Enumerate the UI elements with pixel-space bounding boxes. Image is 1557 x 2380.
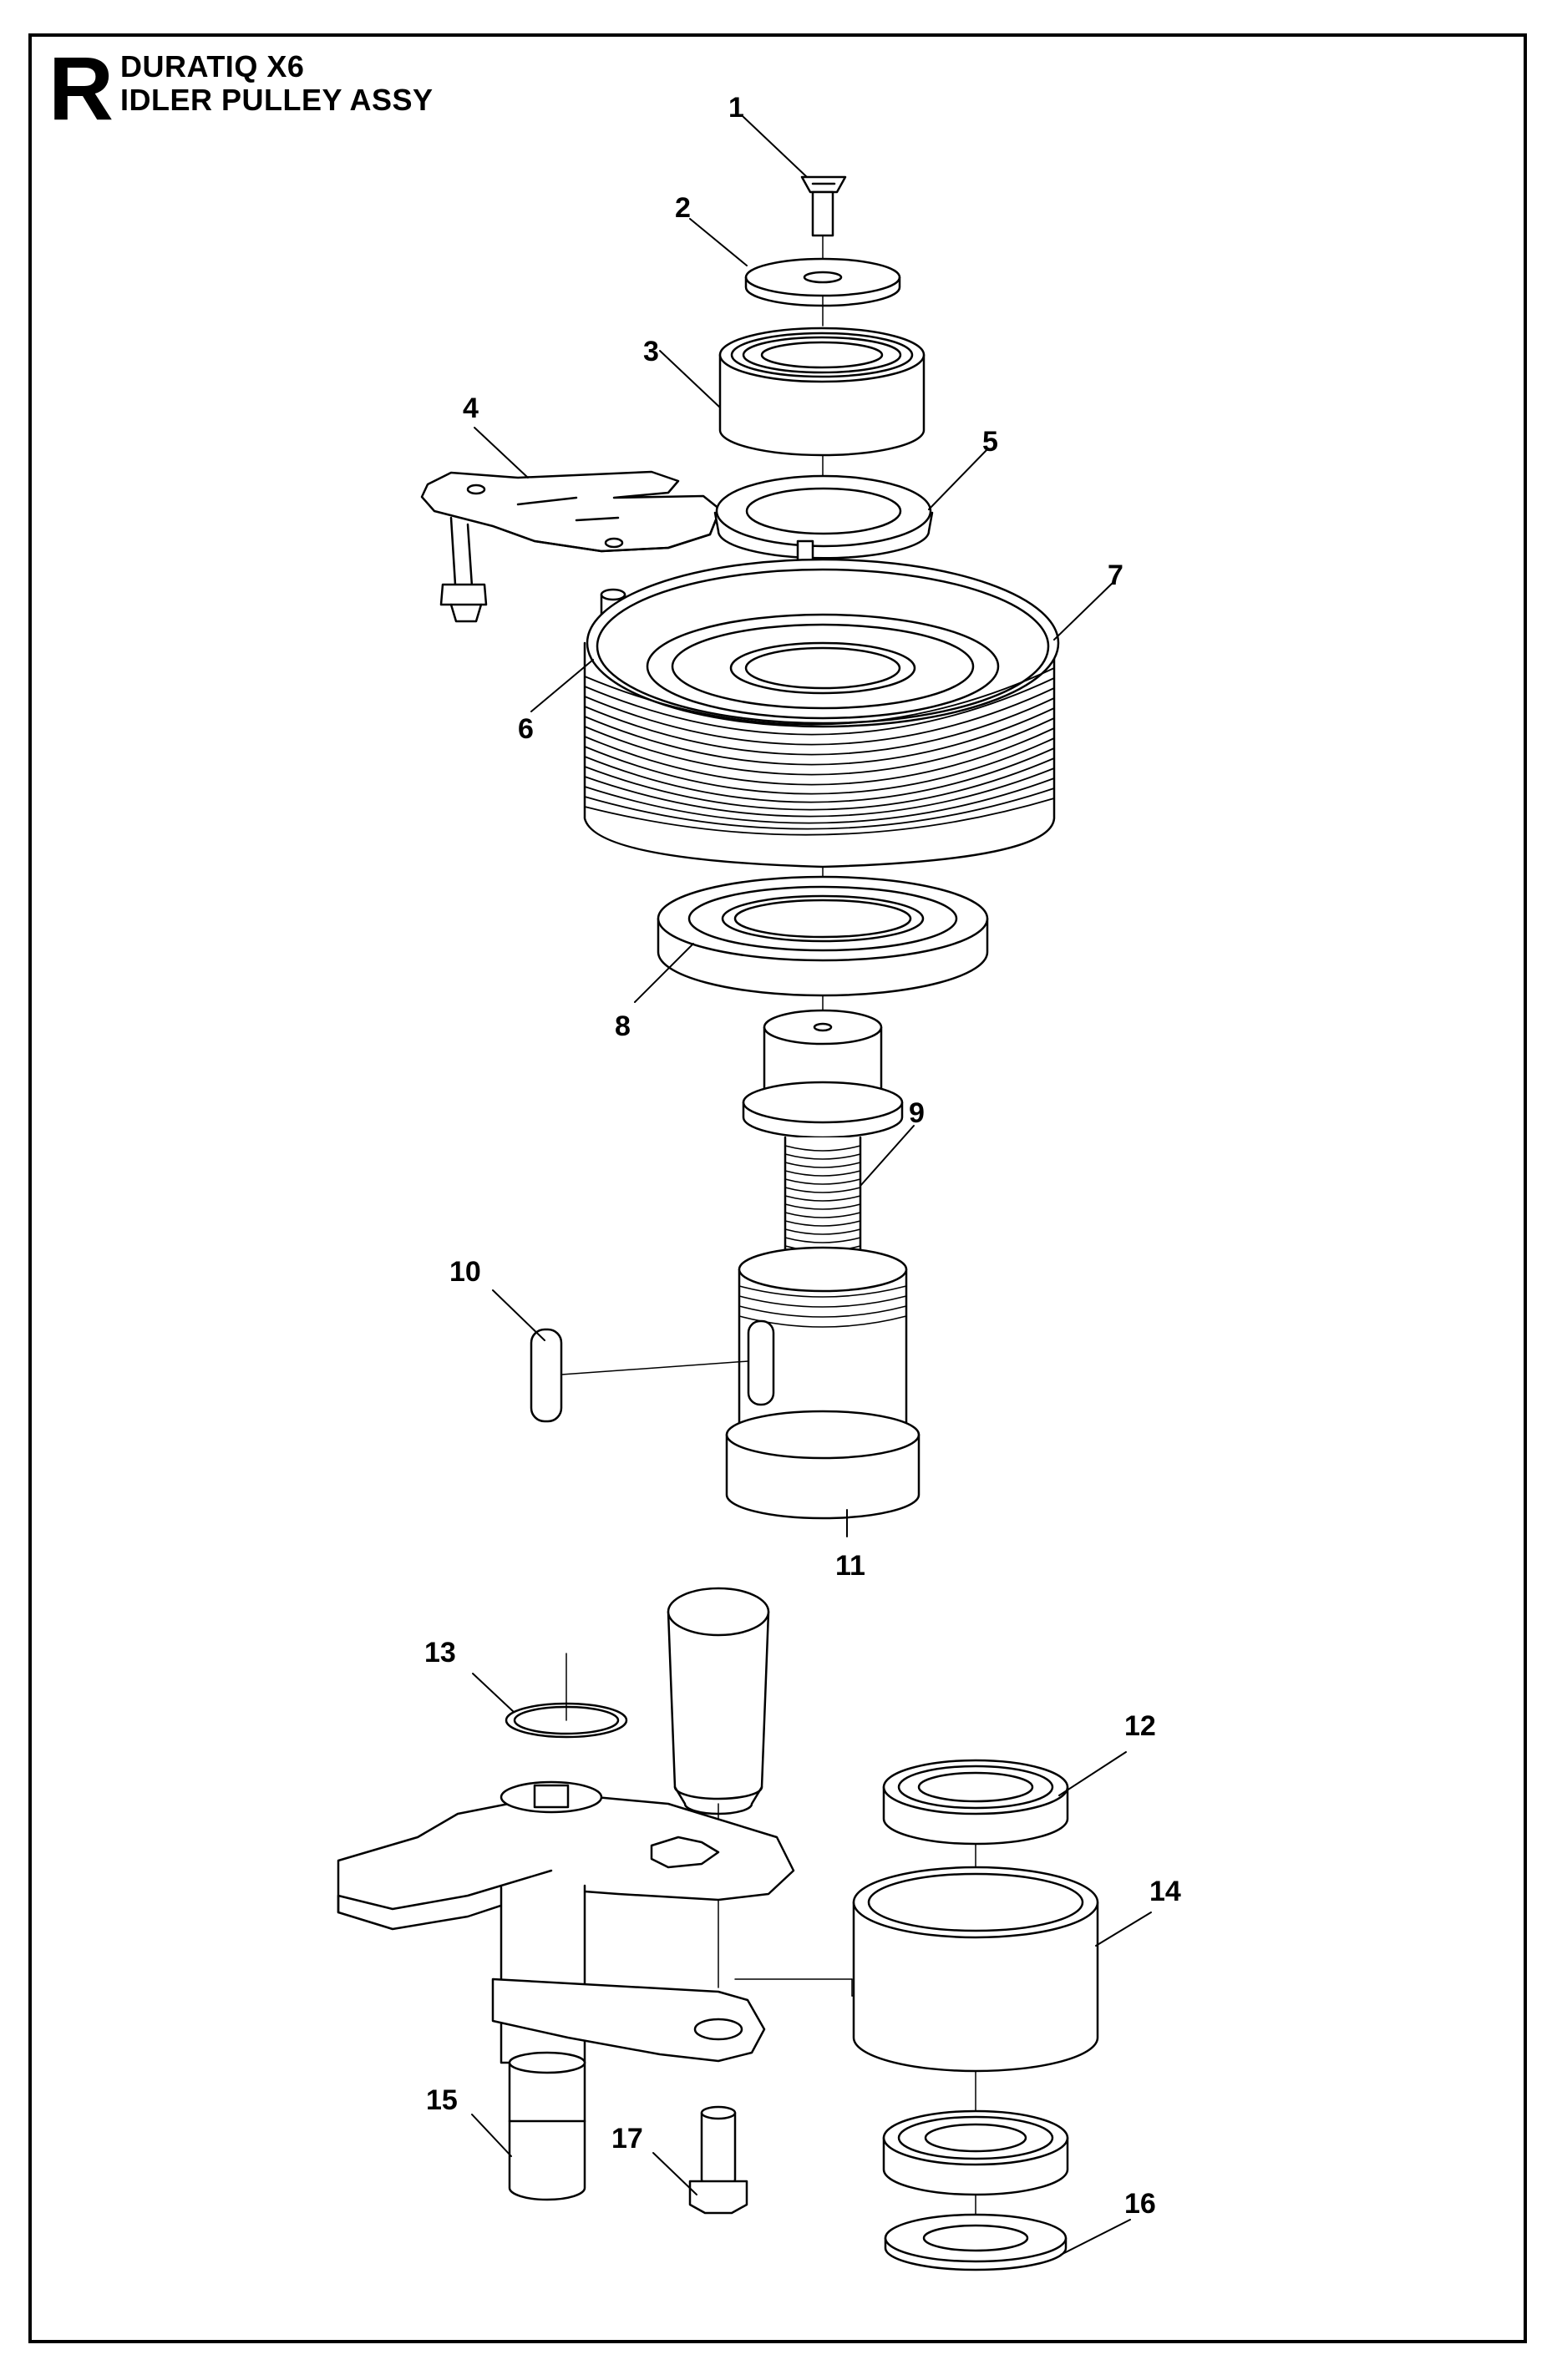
callout-17: 17 <box>611 2123 643 2155</box>
part-13-snap-ring <box>505 1702 628 1739</box>
callout-16: 16 <box>1124 2188 1156 2220</box>
sheet-border <box>28 33 1527 2343</box>
assembly-title: IDLER PULLEY ASSY <box>120 83 434 117</box>
callout-2: 2 <box>675 192 691 224</box>
section-letter: R <box>48 38 114 139</box>
callout-4: 4 <box>463 392 479 424</box>
callout-leader-lines <box>471 116 1152 2256</box>
part-5-spacer-ring <box>713 474 934 563</box>
model-title: DURATIQ X6 <box>120 49 305 84</box>
callout-5: 5 <box>982 426 998 458</box>
part-15-tensioner-arm <box>337 1780 795 2201</box>
part-11-tensioner-housing <box>725 1246 921 1520</box>
part-12-ball-bearing <box>882 1759 1069 1846</box>
part-3-ball-bearing <box>718 327 926 457</box>
callout-6-label-7: 7 <box>1108 560 1123 591</box>
callout-6: 6 <box>518 713 534 745</box>
callout-12: 12 <box>1124 1710 1156 1742</box>
callout-3: 3 <box>643 336 659 367</box>
part-2-flat-washer <box>744 257 901 307</box>
part-4-bracket-plate <box>420 470 722 623</box>
part-9-threaded-spindle <box>742 1009 904 1263</box>
callout-11: 11 <box>835 1550 865 1582</box>
part-7-grooved-pulley <box>583 558 1060 868</box>
callout-14: 14 <box>1149 1876 1181 1907</box>
part-10-key <box>530 1328 749 1423</box>
part-14-sleeve <box>852 1866 1099 2073</box>
callout-8: 8 <box>615 1010 631 1042</box>
part-8-ball-bearing <box>657 875 989 997</box>
part-11-bushing <box>667 1587 770 1815</box>
part-17-flange-bolt <box>688 2105 748 2215</box>
callout-9: 9 <box>909 1097 925 1129</box>
callout-1: 1 <box>728 92 744 124</box>
callout-15: 15 <box>426 2084 458 2116</box>
part-1-countersunk-screw <box>800 175 847 237</box>
callout-numbers: 1 2 3 4 5 7 6 8 9 10 11 12 13 14 15 16 1… <box>424 92 1181 2220</box>
callout-13: 13 <box>424 1637 456 1669</box>
part-16-bearing-and-washer <box>882 2109 1069 2271</box>
callout-10: 10 <box>449 1256 481 1288</box>
